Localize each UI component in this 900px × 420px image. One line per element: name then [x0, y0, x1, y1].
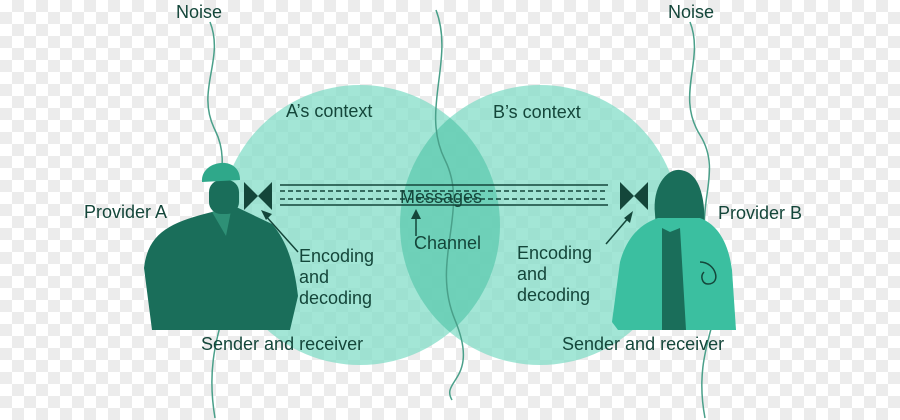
context-overlap: [400, 85, 500, 365]
provider-b-label: Provider B: [718, 203, 803, 223]
context-a-label: A’s context: [286, 101, 373, 121]
messages-label: Messages: [400, 187, 483, 207]
provider-a-label: Provider A: [84, 202, 168, 222]
noise-label-left: Noise: [176, 2, 223, 22]
provider-b-figure: [612, 169, 736, 330]
noise-label-right: Noise: [668, 2, 715, 22]
encoder-icon-left: [244, 182, 272, 210]
provider-a-figure: [144, 162, 298, 330]
encoding-decoding-label-left: Encoding and decoding: [299, 246, 375, 308]
sender-receiver-label-left: Sender and receiver: [201, 334, 364, 354]
noise-line-right: [688, 21, 720, 419]
encoder-icon-right: [620, 182, 648, 210]
encoding-decoding-label-right: Encoding and decoding: [517, 243, 593, 305]
sender-receiver-label-right: Sender and receiver: [562, 334, 725, 354]
channel-label: Channel: [414, 233, 482, 253]
context-b-label: B’s context: [493, 102, 581, 122]
context-b-circle: [400, 85, 680, 365]
message-lines: [280, 184, 608, 206]
noise-line-center: [434, 9, 465, 401]
pointer-arrows: [261, 209, 633, 253]
